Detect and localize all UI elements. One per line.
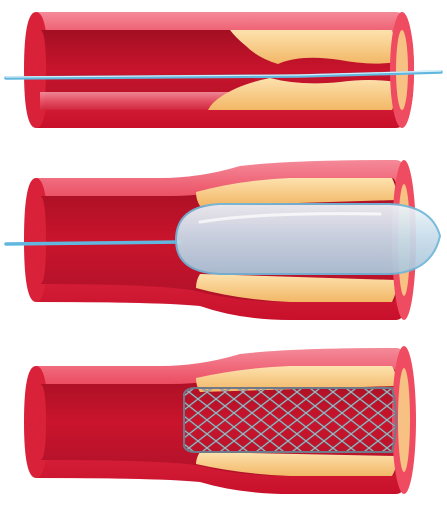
panel-1-guidewire bbox=[6, 12, 441, 128]
guidewire-icon bbox=[6, 242, 180, 244]
stent-icon bbox=[184, 388, 396, 452]
vessel-left-opening bbox=[24, 366, 48, 478]
panel-3-stent bbox=[24, 346, 416, 494]
vessel-left-opening bbox=[24, 12, 48, 128]
vessel-right-end-inner bbox=[398, 368, 410, 472]
vessel-right-end-inner bbox=[396, 30, 408, 110]
panel-2-balloon bbox=[6, 160, 440, 320]
